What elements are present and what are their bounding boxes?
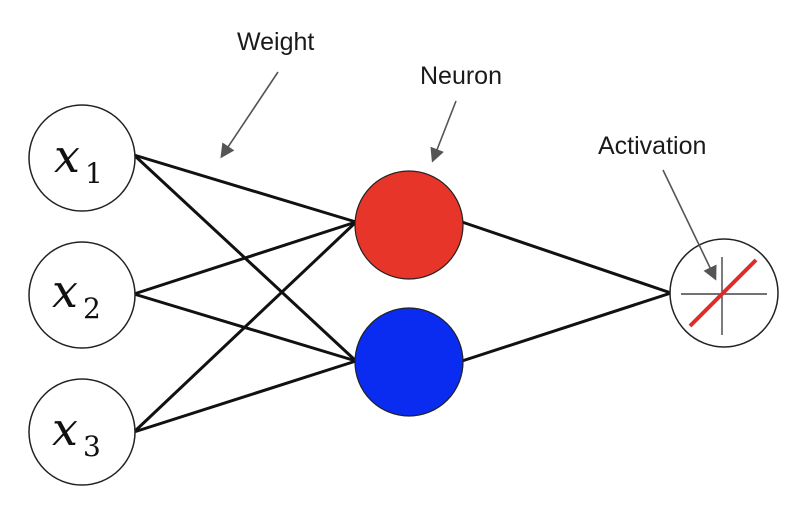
weight-edges (132, 153, 672, 434)
neuron-label: Neuron (420, 62, 502, 90)
linear-activation-icon (688, 258, 758, 328)
input-subscript: 1 (85, 157, 103, 190)
activation-arrow (662, 169, 717, 281)
edge-x1-neuron1 (133, 153, 357, 224)
edge-neuron1-activation (461, 220, 672, 295)
input-node-x3: x 3 (28, 378, 136, 486)
input-symbol: x (54, 129, 80, 183)
activation-node (669, 238, 779, 348)
input-subscript: 3 (83, 430, 101, 463)
edge-x2-neuron1 (133, 220, 357, 296)
input-symbol: x (52, 402, 78, 456)
edge-x3-neuron2 (133, 359, 357, 434)
neuron-arrow (430, 100, 457, 163)
weight-arrow (220, 71, 279, 159)
activation-label: Activation (598, 132, 706, 160)
edge-neuron2-activation (461, 291, 672, 363)
neuron-red (354, 170, 464, 280)
edge-x3-neuron1 (132, 220, 358, 434)
input-subscript: 2 (83, 292, 101, 325)
neuron-blue (354, 307, 464, 417)
input-symbol: x (52, 264, 78, 318)
input-node-x2: x 2 (28, 241, 136, 349)
input-node-x1: x 1 (28, 104, 136, 212)
weight-label: Weight (237, 28, 314, 56)
